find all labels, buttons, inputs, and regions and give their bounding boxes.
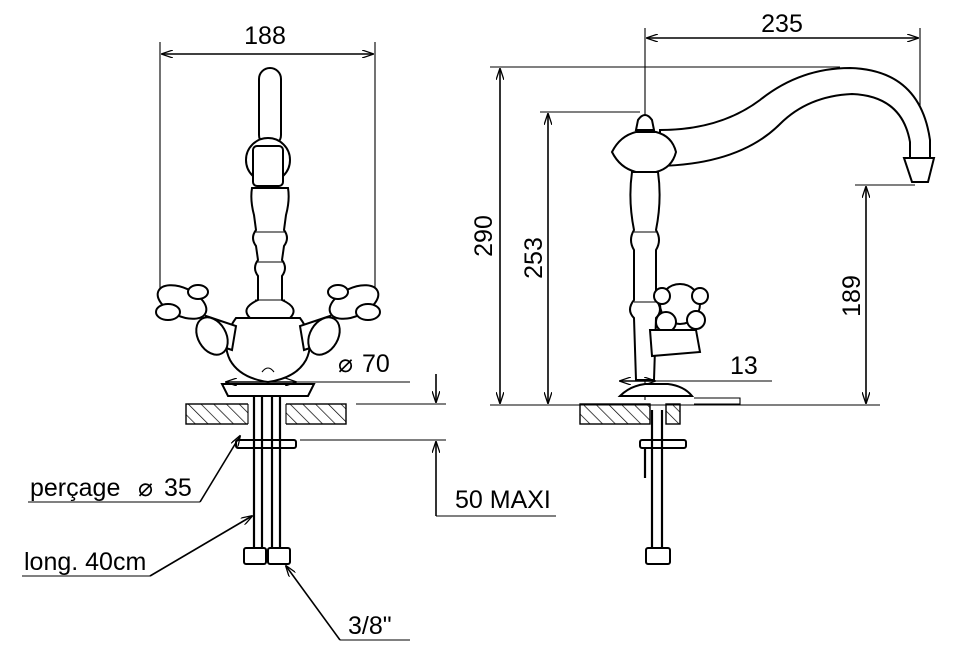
side-shank-hose xyxy=(639,410,687,565)
thread-leader xyxy=(286,566,341,641)
drill-diameter-symbol: ⌀ xyxy=(138,474,153,502)
hose-leader xyxy=(149,516,252,577)
offset-label: 13 xyxy=(730,352,758,380)
total-height-label: 290 xyxy=(470,215,498,257)
deck-thickness-label: 50 MAXI xyxy=(455,486,551,514)
side-base-flange xyxy=(617,383,695,397)
front-column xyxy=(245,187,295,319)
drill-leader xyxy=(199,436,240,503)
front-lever-collar xyxy=(252,145,284,187)
side-handle xyxy=(648,283,709,358)
thread-size-label: 3/8" xyxy=(348,612,392,640)
front-base-body xyxy=(225,317,311,384)
body-height-label: 253 xyxy=(520,237,548,279)
side-finial xyxy=(634,114,656,131)
drill-label: perçage xyxy=(30,474,120,502)
front-view: 188 xyxy=(22,22,556,641)
side-hose-fitting xyxy=(645,547,671,565)
hose-fitting-right xyxy=(267,547,291,565)
spout-aerator xyxy=(902,157,936,183)
front-base-flange xyxy=(220,383,316,397)
reach-dimension-label: 235 xyxy=(761,10,803,38)
side-head xyxy=(610,131,678,173)
base-diameter-symbol: ⌀ xyxy=(338,350,353,378)
base-diameter-label: 70 xyxy=(362,350,390,378)
front-faucet-body xyxy=(155,67,381,397)
side-spout xyxy=(659,66,931,168)
front-shank-hoses xyxy=(235,396,297,565)
side-faucet-body xyxy=(610,66,936,405)
spout-height-label: 189 xyxy=(838,275,866,317)
side-view: 235 290 253 189 xyxy=(470,10,936,565)
front-lever xyxy=(258,67,282,147)
hose-fitting-left xyxy=(243,547,267,565)
fixing-nut xyxy=(235,439,297,449)
front-left-handle xyxy=(155,284,238,356)
width-dimension-label: 188 xyxy=(244,22,286,50)
front-right-handle xyxy=(298,284,381,356)
hose-length-label: long. 40cm xyxy=(24,548,146,576)
drill-diameter-label: 35 xyxy=(164,474,192,502)
side-deck-section xyxy=(579,403,651,425)
